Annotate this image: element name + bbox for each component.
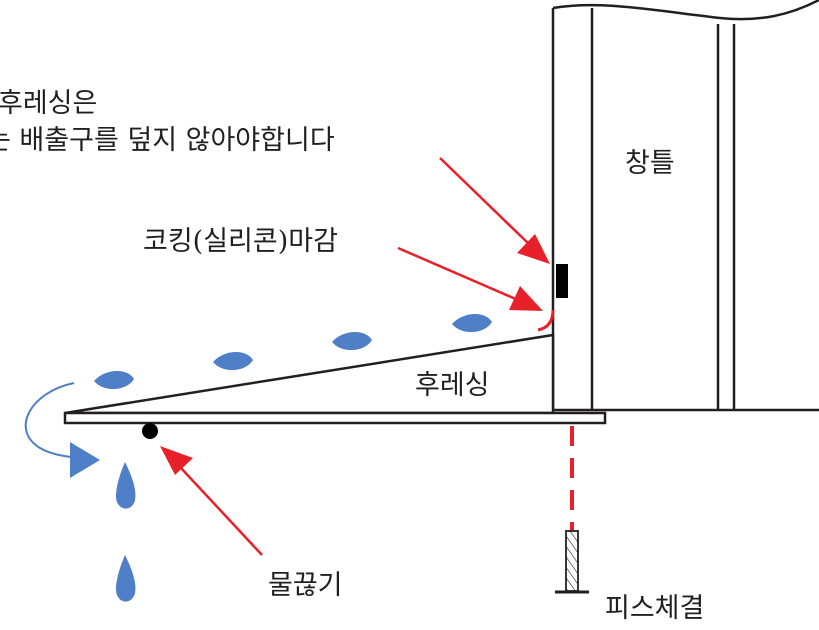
- window-frame: [551, 0, 819, 412]
- caulking-seal: [556, 264, 568, 298]
- callout-arrows: [160, 157, 550, 556]
- note-line-1: 후레싱은: [0, 88, 98, 119]
- screw-label: 피스체결: [605, 593, 705, 624]
- flashing-label: 후레싱: [415, 370, 490, 401]
- screw-icon: [555, 530, 589, 594]
- water-flow-arrow: [24, 382, 79, 459]
- caulking-label: 코킹(실리콘)마감: [143, 226, 338, 257]
- water-flow-arrowhead: [70, 442, 100, 478]
- water-droplets: [94, 313, 492, 602]
- drip-edge-label: 물끊기: [268, 570, 343, 601]
- caulking-bead: [537, 309, 555, 332]
- drip-edge-dot: [142, 423, 158, 439]
- flashing-wedge: [63, 333, 607, 425]
- note-line-2: 는 배출구를 덮지 않아야합니다: [0, 125, 335, 156]
- window-frame-label: 창틀: [625, 148, 675, 179]
